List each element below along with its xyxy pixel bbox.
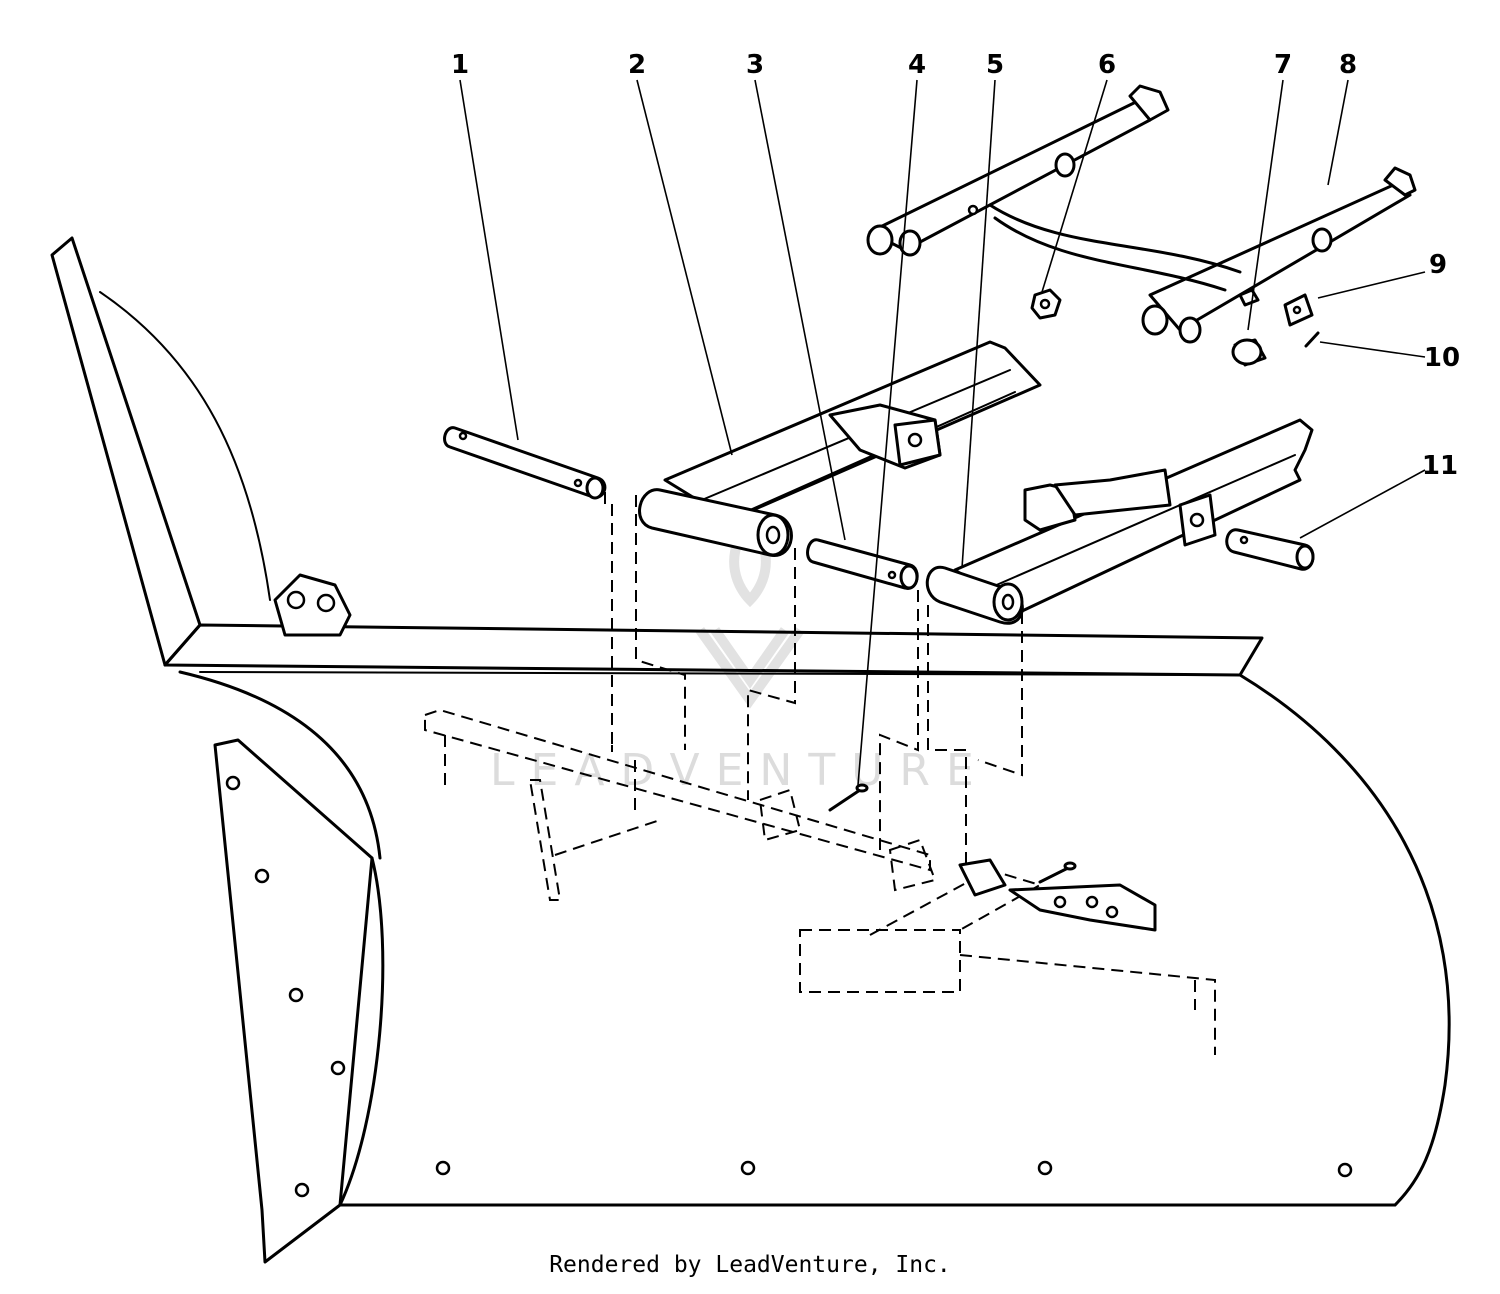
hitch-plate: [958, 858, 1157, 932]
part-3-pin: [806, 538, 919, 590]
callout-labels: 1 2 3 4 5 6 7 8 9 10 11: [451, 50, 1460, 481]
callout-6: 6: [1098, 50, 1116, 80]
part-5-right-push-arm: [925, 418, 1314, 625]
callout-1: 1: [451, 50, 469, 80]
callout-7: 7: [1274, 50, 1292, 80]
part-10-small-pin: [1304, 331, 1320, 348]
callout-5: 5: [986, 50, 1004, 80]
callout-3: 3: [746, 50, 764, 80]
callout-8: 8: [1339, 50, 1357, 80]
rear-frame-hidden: [424, 708, 1216, 1055]
cotter-pin-lower: [1038, 861, 1077, 884]
part-1-pin: [443, 426, 607, 500]
part-8-lift-frame: [866, 84, 1417, 344]
part-4-cotter-pin: [828, 783, 869, 812]
alignment-lines: [604, 492, 1023, 870]
leader-lines: [459, 79, 1426, 786]
watermark-text: LEADVENTURE: [490, 745, 990, 796]
part-9-washer-plate: [1283, 293, 1314, 327]
callout-4: 4: [908, 50, 926, 80]
footer-credit: Rendered by LeadVenture, Inc.: [549, 1252, 951, 1278]
callout-9: 9: [1429, 250, 1447, 280]
callout-11: 11: [1422, 451, 1458, 481]
plow-blade: [50, 236, 1451, 1264]
part-11-pin: [1225, 528, 1315, 571]
part-6-nut: [1030, 288, 1062, 320]
part-2-left-push-arm: [638, 340, 1042, 557]
blade-bolt-holes: [225, 775, 1353, 1198]
callout-2: 2: [628, 50, 646, 80]
callout-10: 10: [1424, 343, 1460, 373]
